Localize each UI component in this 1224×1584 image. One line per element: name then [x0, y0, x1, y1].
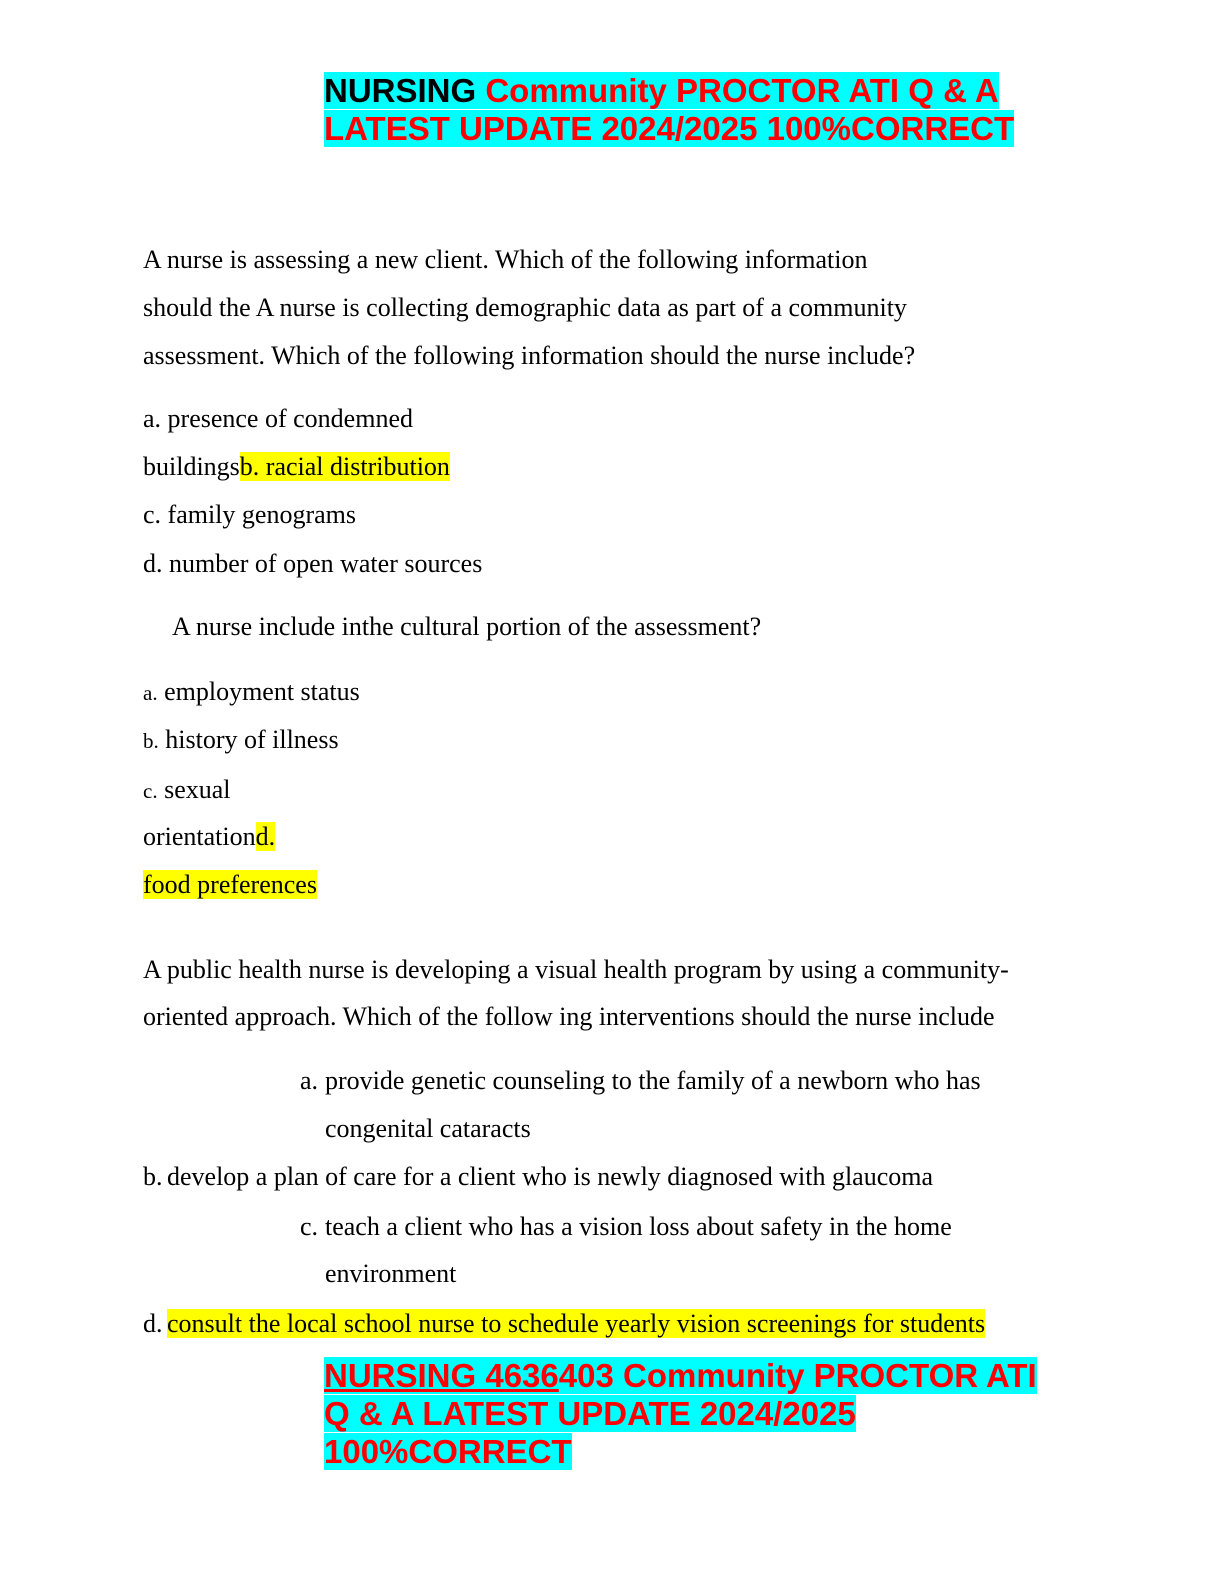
- q1-option-b-answer: b. racial distribution: [239, 452, 450, 481]
- q3-option-d-letter: d.: [143, 1309, 163, 1338]
- q2-option-d-answer: food preferences: [143, 870, 317, 900]
- q3-option-d-text: consult the local school nurse to schedu…: [167, 1309, 986, 1338]
- footer-update: Q & A LATEST UPDATE 2024/2025: [324, 1395, 856, 1432]
- q1-option-a-cont-text: buildings: [143, 452, 240, 481]
- q1-stem-line-3: assessment. Which of the following infor…: [143, 341, 916, 370]
- q2-option-c-text: sexual: [157, 775, 231, 804]
- q2-stem: A nurse include inthe cultural portion o…: [172, 612, 762, 641]
- header-title-line-1: NURSING Community PROCTOR ATI Q & A: [324, 72, 999, 110]
- q2-option-c: c. sexual: [143, 775, 231, 806]
- q1-option-a-continued: buildingsb. racial distribution: [143, 452, 450, 482]
- footer-title-line-2: Q & A LATEST UPDATE 2024/2025: [324, 1395, 856, 1433]
- header-update: LATEST UPDATE 2024/2025 100%CORRECT: [324, 110, 1015, 147]
- q2-option-b-text: history of illness: [158, 725, 339, 754]
- header-subtitle: Community PROCTOR ATI Q & A: [485, 72, 999, 109]
- q1-stem-line-2: should the A nurse is collecting demogra…: [143, 293, 907, 322]
- q1-option-c: c. family genograms: [143, 500, 356, 529]
- q3-option-d-answer: consult the local school nurse to schedu…: [167, 1309, 986, 1339]
- footer-course-code: NURSING 4636: [324, 1357, 559, 1394]
- q3-option-b-letter: b.: [143, 1162, 163, 1191]
- footer-title-line-1: NURSING 4636403 Community PROCTOR ATI: [324, 1357, 1037, 1395]
- q2-option-d-text: food preferences: [143, 870, 317, 899]
- q3-option-a-line-2: congenital cataracts: [325, 1114, 531, 1143]
- q2-option-a-text: employment status: [157, 677, 360, 706]
- q2-option-d-letter: d.: [255, 822, 276, 851]
- q1-option-a: a. presence of condemned: [143, 404, 413, 433]
- q3-option-c-line-1: teach a client who has a vision loss abo…: [325, 1212, 952, 1241]
- q1-stem-line-1: A nurse is assessing a new client. Which…: [143, 245, 868, 274]
- q3-stem-line-1: A public health nurse is developing a vi…: [143, 955, 1009, 984]
- q2-option-b-letter: b.: [143, 729, 159, 753]
- q2-option-c-continued: orientationd.: [143, 822, 276, 852]
- q3-option-a-letter: a.: [300, 1066, 319, 1095]
- footer-correct: 100%CORRECT: [324, 1433, 572, 1470]
- q2-option-a: a. employment status: [143, 677, 360, 708]
- q2-option-b: b. history of illness: [143, 725, 339, 756]
- q3-option-a: a.: [300, 1066, 318, 1096]
- q1-option-d: d. number of open water sources: [143, 549, 483, 578]
- q3-stem-line-2: oriented approach. Which of the follow i…: [143, 1002, 995, 1031]
- footer-title-rest: 403 Community PROCTOR ATI: [558, 1357, 1037, 1394]
- q2-option-a-letter: a.: [143, 681, 158, 705]
- footer-title-line-3: 100%CORRECT: [324, 1433, 572, 1471]
- header-title-line-2: LATEST UPDATE 2024/2025 100%CORRECT: [324, 110, 1015, 148]
- q3-option-c-letter: c.: [300, 1212, 319, 1241]
- q2-option-c-cont-text: orientation: [143, 822, 256, 851]
- header-nursing: NURSING: [324, 72, 486, 109]
- q3-option-a-line-1: provide genetic counseling to the family…: [325, 1066, 981, 1095]
- q3-option-b: develop a plan of care for a client who …: [167, 1162, 934, 1191]
- q3-option-c-line-2: environment: [325, 1259, 457, 1288]
- q2-option-c-letter: c.: [143, 779, 158, 803]
